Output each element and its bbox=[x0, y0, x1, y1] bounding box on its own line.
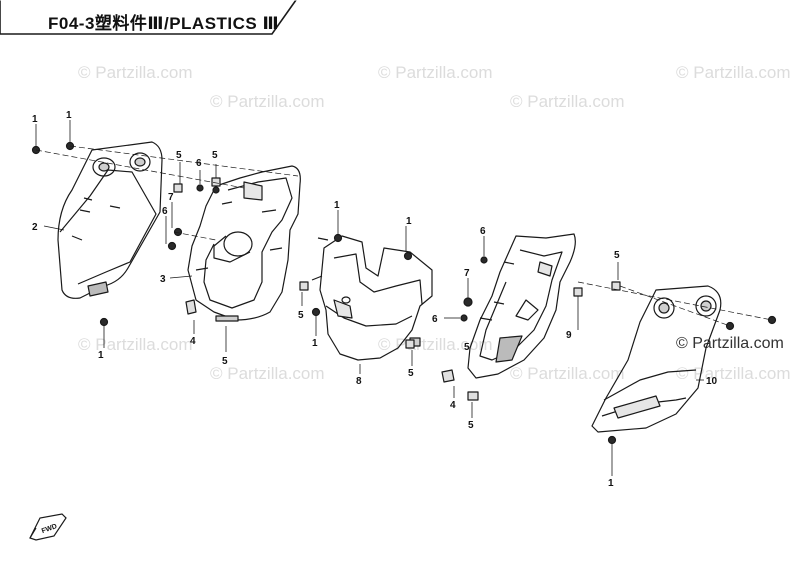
callout-number: 5 bbox=[464, 342, 470, 353]
forward-arrow-icon: FWD bbox=[29, 513, 67, 541]
callout-number: 5 bbox=[408, 368, 414, 379]
watermark: © Partzilla.com bbox=[78, 335, 193, 354]
callout-number: 5 bbox=[176, 150, 182, 161]
callout-number: 1 bbox=[312, 338, 318, 349]
callout-number: 1 bbox=[608, 478, 614, 489]
callout-number: 7 bbox=[168, 192, 174, 203]
watermark: © Partzilla.com bbox=[510, 364, 625, 383]
callout-number: 1 bbox=[98, 350, 104, 361]
watermark: © Partzilla.com bbox=[676, 364, 791, 383]
callout-number: 6 bbox=[162, 206, 168, 217]
left-inner-panel-part bbox=[187, 165, 301, 322]
callout-number: 10 bbox=[706, 376, 718, 387]
callout-number: 2 bbox=[32, 222, 38, 233]
watermark: © Partzilla.com bbox=[676, 63, 791, 82]
callout-number: 1 bbox=[32, 114, 38, 125]
right-side-cover-part bbox=[591, 285, 722, 433]
callout-number: 6 bbox=[480, 226, 486, 237]
watermark: © Partzilla.com bbox=[78, 63, 193, 82]
callout-number: 9 bbox=[566, 330, 572, 341]
callout-number: 1 bbox=[66, 110, 72, 121]
left-side-cover-part bbox=[57, 141, 163, 299]
page-title: F04-3塑料件Ⅲ/PLASTICS Ⅲ bbox=[48, 14, 280, 33]
watermark: © Partzilla.com bbox=[210, 92, 325, 111]
fasteners bbox=[31, 141, 777, 445]
title-tab-frame bbox=[0, 0, 297, 35]
callout-number: 5 bbox=[614, 250, 620, 261]
callout-number: 4 bbox=[190, 336, 196, 347]
callout-number: 5 bbox=[222, 356, 228, 367]
callout-number: 8 bbox=[356, 376, 362, 387]
callout-number: 1 bbox=[406, 216, 412, 227]
alignment-lines bbox=[35, 145, 773, 327]
callout-number: 6 bbox=[196, 158, 202, 169]
watermark: © Partzilla.com bbox=[510, 92, 625, 111]
callout-number: 1 bbox=[334, 200, 340, 211]
callout-number: 6 bbox=[432, 314, 438, 325]
callout-number: 5 bbox=[298, 310, 304, 321]
callout-number: 5 bbox=[212, 150, 218, 161]
right-inner-panel-part bbox=[467, 233, 576, 379]
callout-number: 5 bbox=[468, 420, 474, 431]
callout-number: 4 bbox=[450, 400, 456, 411]
callout-number: 7 bbox=[464, 268, 470, 279]
callout-labels: 1 1 2 5 6 5 7 6 3 4 5 1 1 5 1 8 5 6 7 6 … bbox=[32, 110, 718, 489]
watermark: © Partzilla.com bbox=[676, 335, 784, 352]
watermark: © Partzilla.com bbox=[378, 63, 493, 82]
watermark: © Partzilla.com bbox=[210, 364, 325, 383]
callout-number: 3 bbox=[160, 274, 166, 285]
speed-nuts bbox=[173, 177, 621, 401]
leader-lines bbox=[35, 120, 704, 476]
